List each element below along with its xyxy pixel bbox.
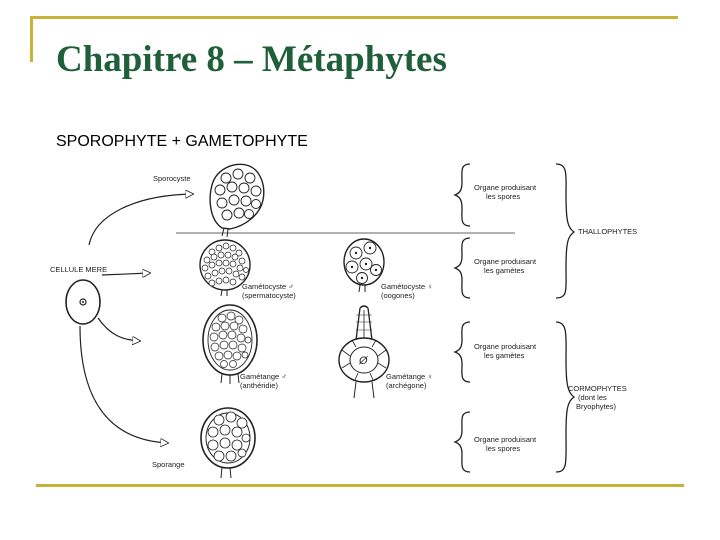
gametange-female-label: Gamétange ♀ <box>386 372 433 381</box>
sporocyste-drawing <box>210 164 264 237</box>
cormophytes-label: CORMOPHYTES <box>568 384 627 393</box>
gametocyste-female-label: Gamétocyste ♀ <box>381 282 433 291</box>
gametocyste-female-drawing <box>344 239 384 292</box>
organ-gametes-bottom-label: Organe produisant <box>474 342 537 351</box>
organ-gametes-top-label: Organe produisant <box>474 257 537 266</box>
gametocyste-female-sublabel: (oogones) <box>381 291 415 300</box>
organ-gametes-top-sublabel: les gamètes <box>484 266 525 275</box>
organ-spores-top-sublabel: les spores <box>486 192 520 201</box>
brace-spores-bottom <box>455 412 470 472</box>
arrow-to-sporocyste <box>89 194 193 245</box>
arrow-to-gametange <box>98 318 140 341</box>
gametange-male-sublabel: (anthéridie) <box>240 381 278 390</box>
svg-text:Ø: Ø <box>358 355 369 367</box>
organ-spores-bottom-label: Organe produisant <box>474 435 537 444</box>
sporocyste-label: Sporocyste <box>153 174 191 183</box>
gametange-male-label: Gamétange ♂ <box>240 372 287 381</box>
gametange-female-drawing: Ø <box>339 306 389 398</box>
sporange-label: Sporange <box>152 460 185 469</box>
organ-spores-bottom-sublabel: les spores <box>486 444 520 453</box>
gametocyste-male-sublabel: (spermatocyste) <box>242 291 296 300</box>
arrow-to-sporange <box>80 326 168 443</box>
mother-cell <box>66 280 100 324</box>
cellule-mere-label: CELLULE MERE <box>50 265 107 274</box>
gametange-female-sublabel: (archégone) <box>386 381 427 390</box>
brace-spores-top <box>455 164 470 226</box>
organ-spores-top-label: Organe produisant <box>474 183 537 192</box>
cormophytes-sublabel-2: Bryophytes) <box>576 402 617 411</box>
brace-gametes-bottom <box>455 322 470 382</box>
gametocyste-male-label: Gamétocyste ♂ <box>242 282 294 291</box>
organ-gametes-bottom-sublabel: les gamètes <box>484 351 525 360</box>
brace-cormophytes <box>556 322 574 472</box>
cormophytes-sublabel-1: (dont les <box>578 393 607 402</box>
sporange-drawing <box>201 408 255 478</box>
arrow-to-gametocyste <box>102 273 150 275</box>
brace-thallophytes <box>556 164 574 298</box>
thallophytes-label: THALLOPHYTES <box>578 227 637 236</box>
brace-gametes-top <box>455 238 470 298</box>
